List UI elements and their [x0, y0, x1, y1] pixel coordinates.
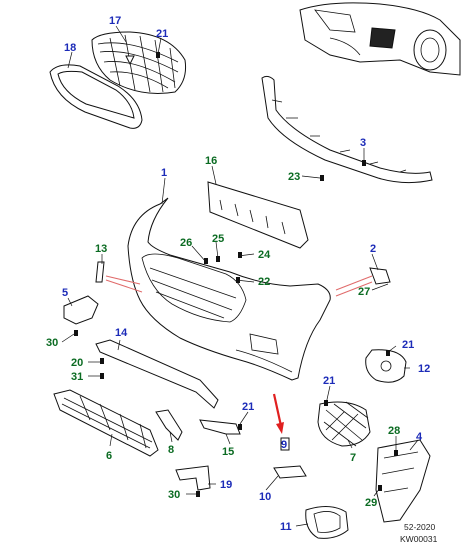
- callout-30-b: 30: [168, 489, 180, 501]
- fasteners: [74, 52, 398, 497]
- callout-31: 31: [71, 371, 83, 383]
- callout-2: 2: [370, 243, 376, 255]
- callout-21: 21: [156, 28, 168, 40]
- callout-11: 11: [280, 521, 292, 533]
- highlight-lines: [105, 275, 373, 297]
- callout-17: 17: [109, 15, 121, 27]
- callout-8: 8: [168, 444, 174, 456]
- energy-absorber: [207, 181, 309, 249]
- callout-6: 6: [106, 450, 112, 462]
- callout-28: 28: [388, 425, 400, 437]
- lower-grille: [53, 389, 159, 457]
- bracket-5: [63, 295, 99, 325]
- callout-7: 7: [350, 452, 356, 464]
- callout-30: 30: [46, 337, 58, 349]
- callout-20: 20: [71, 357, 83, 369]
- callout-21-c: 21: [323, 375, 335, 387]
- bezel-12: [365, 349, 407, 383]
- callout-16: 16: [205, 155, 217, 167]
- reference-date: 52-2020: [404, 522, 435, 532]
- callout-3: 3: [360, 137, 366, 149]
- bumper-cover: [127, 197, 331, 381]
- callout-29: 29: [365, 497, 377, 509]
- grille: [91, 31, 186, 94]
- callout-22: 22: [258, 276, 270, 288]
- trim-15: [199, 419, 241, 435]
- bracket-13: [95, 261, 105, 283]
- bracket-2: [369, 267, 391, 285]
- callout-24: 24: [258, 249, 271, 261]
- callout-4: 4: [416, 431, 423, 443]
- callout-19: 19: [220, 479, 232, 491]
- callout-labels: 17 21 18 3 16 23 1 13 26 25 24 22 2 27 5…: [46, 15, 430, 533]
- callout-23: 23: [288, 171, 300, 183]
- callout-13: 13: [95, 243, 107, 255]
- callout-14: 14: [115, 327, 128, 339]
- grille-surround: [49, 64, 143, 129]
- leader-lines: [61, 25, 419, 527]
- upper-bracket: [261, 75, 433, 184]
- callout-21-b: 21: [402, 339, 414, 351]
- callout-21-d: 21: [242, 401, 254, 413]
- side-bracket-4: [375, 439, 431, 523]
- callout-12: 12: [418, 363, 430, 375]
- strip-10: [273, 465, 307, 479]
- trim-8: [155, 409, 183, 441]
- callout-10: 10: [259, 491, 271, 503]
- callout-9: 9: [281, 439, 287, 451]
- clip-9: [280, 437, 290, 451]
- reference-code: 52-2020 KW00031: [400, 522, 438, 544]
- bracket-19: [175, 465, 211, 491]
- callout-15: 15: [222, 446, 234, 458]
- vehicle-thumbnail: [299, 2, 461, 76]
- bezel-11: [305, 506, 349, 539]
- callout-26: 26: [180, 237, 192, 249]
- callout-18: 18: [64, 42, 76, 54]
- red-arrow-icon: [272, 393, 284, 434]
- callout-25: 25: [212, 233, 224, 245]
- reference-id: KW00031: [400, 534, 438, 544]
- callout-1: 1: [161, 167, 167, 179]
- callout-5: 5: [62, 287, 68, 299]
- lamp-grille-7: [317, 401, 371, 447]
- lower-strip: [95, 339, 219, 409]
- callout-27: 27: [358, 286, 370, 298]
